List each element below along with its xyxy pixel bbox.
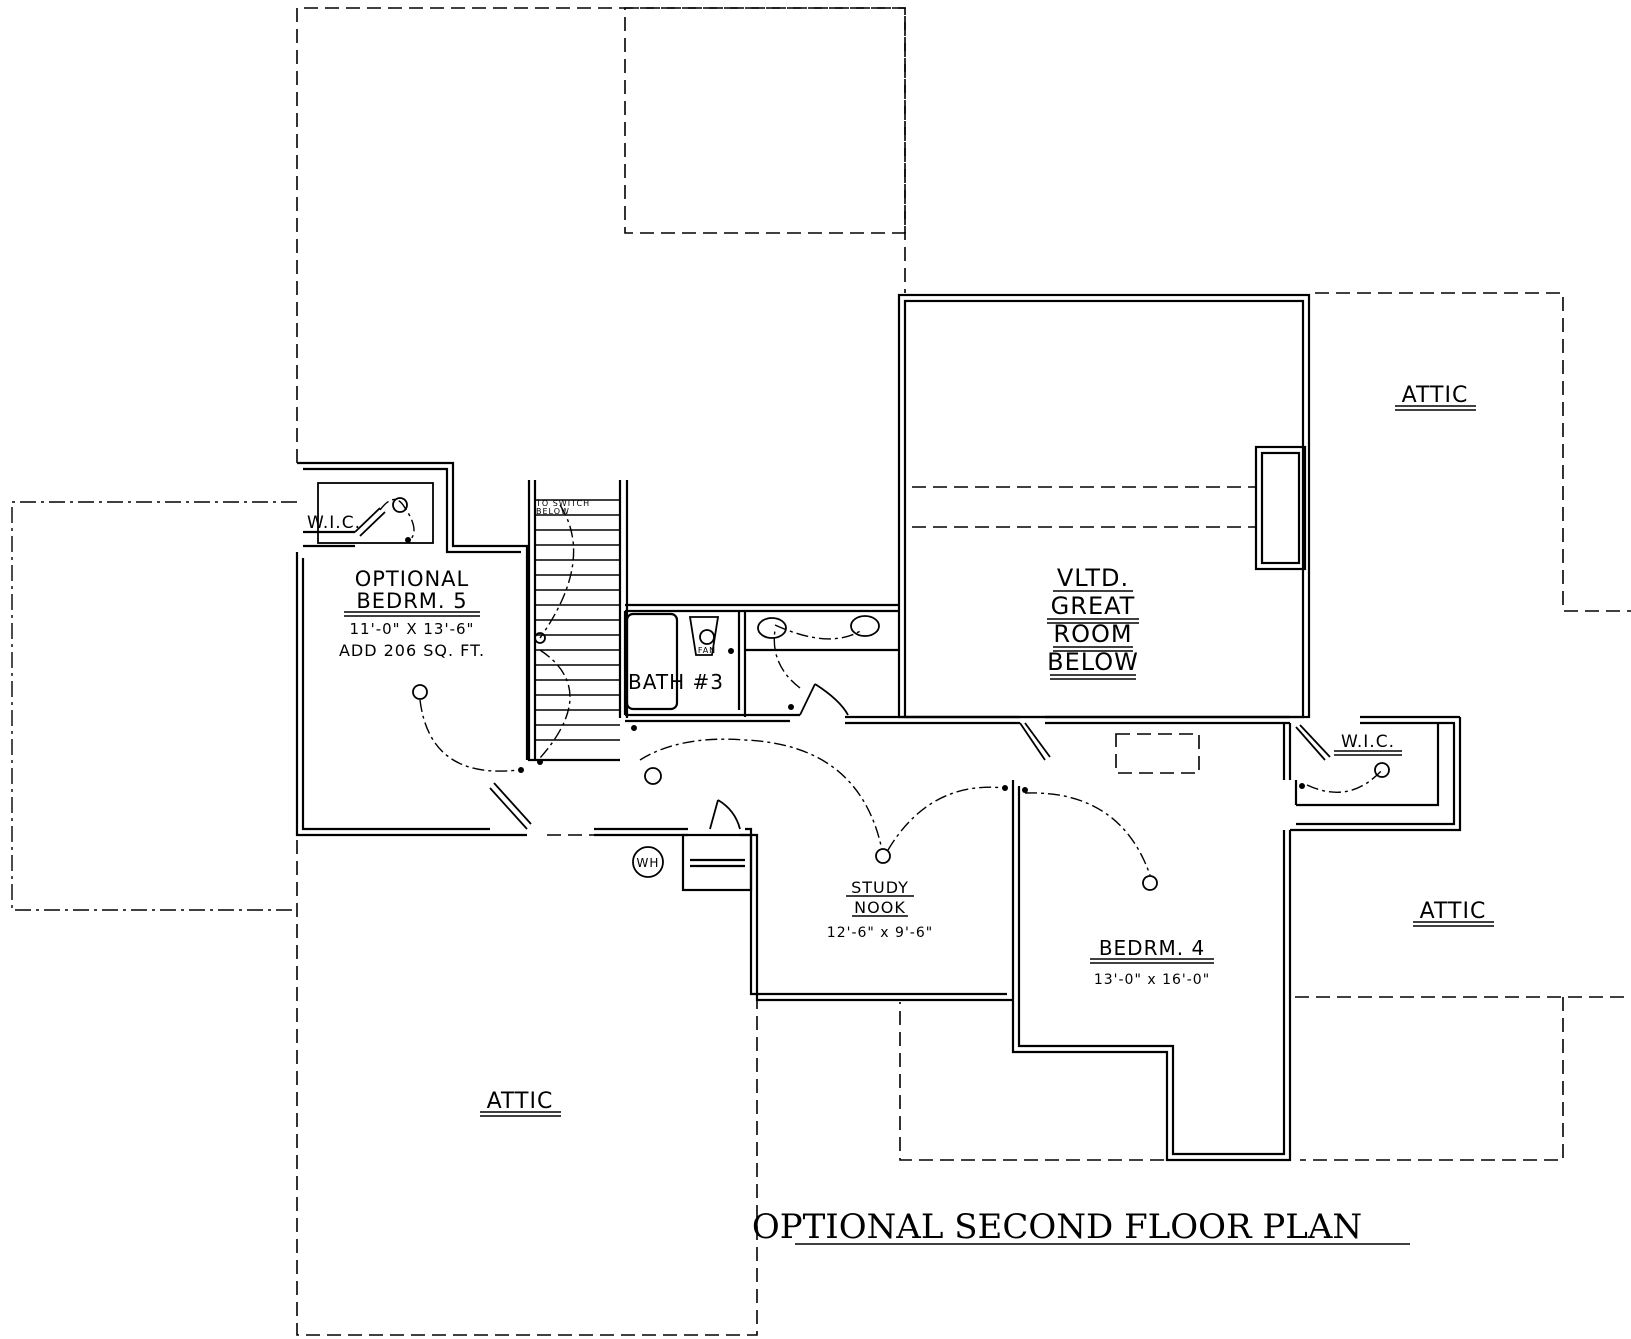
dashed-outlines <box>296 7 1631 1336</box>
attic-top-right-label: ATTIC <box>1402 383 1469 408</box>
bath-label: BATH #3 <box>628 670 724 694</box>
great-room-line1: VLTD. <box>1057 564 1129 592</box>
bedroom4-dims: 13'-0" x 16'-0" <box>1094 972 1210 988</box>
fixtures <box>392 497 1390 891</box>
wic-right-label: W.I.C. <box>1341 732 1395 752</box>
water-heater-label: WH <box>637 856 660 870</box>
attic-bottom-label: ATTIC <box>487 1089 554 1114</box>
fan-label: FAN <box>698 646 716 655</box>
stair-light-icon <box>534 632 546 644</box>
bedroom5-line1: OPTIONAL <box>355 567 470 591</box>
wic-right-light-icon <box>1374 762 1390 778</box>
toilet-icon <box>688 616 720 656</box>
bedroom5-line2: BEDRM. 5 <box>356 589 467 613</box>
hall-light-icon <box>644 767 662 785</box>
walls <box>295 293 1462 1162</box>
fan-icon <box>699 629 715 645</box>
stair-treads <box>535 499 620 741</box>
bedroom4-name: BEDRM. 4 <box>1099 936 1205 960</box>
stair-note-line1: TO SWITCH <box>535 499 590 508</box>
switch-dots <box>405 537 1305 793</box>
attic-right-label: ATTIC <box>1420 899 1487 924</box>
plan-title: OPTIONAL SECOND FLOOR PLAN <box>752 1207 1362 1247</box>
study-dims: 12'-6" x 9'-6" <box>827 925 933 941</box>
sink-left-icon <box>757 617 787 639</box>
great-room-line3: ROOM <box>1053 620 1132 648</box>
left-dashdot-outline <box>11 501 297 911</box>
bedroom4-light-icon <box>1142 875 1158 891</box>
bedroom5-note: ADD 206 SQ. FT. <box>339 641 485 660</box>
stair-note-line2: BELOW <box>536 507 570 516</box>
great-room-line2: GREAT <box>1051 592 1136 620</box>
study-line2: NOOK <box>854 898 906 917</box>
electrical-arcs <box>379 498 1383 876</box>
study-line1: STUDY <box>851 878 909 897</box>
bedroom5-light-icon <box>412 684 428 700</box>
bedroom5-dims: 11'-0" X 13'-6" <box>350 620 475 638</box>
water-heater-icon <box>632 846 664 878</box>
wic-left-label: W.I.C. <box>307 513 361 533</box>
great-room-line4: BELOW <box>1047 648 1139 676</box>
doors <box>354 507 1331 830</box>
study-light-icon <box>875 848 891 864</box>
wic-left-light-icon <box>392 497 408 513</box>
sink-right-icon <box>850 615 880 637</box>
labels: ATTIC ATTIC ATTIC VLTD. GREAT ROOM BELOW… <box>307 383 1494 1247</box>
